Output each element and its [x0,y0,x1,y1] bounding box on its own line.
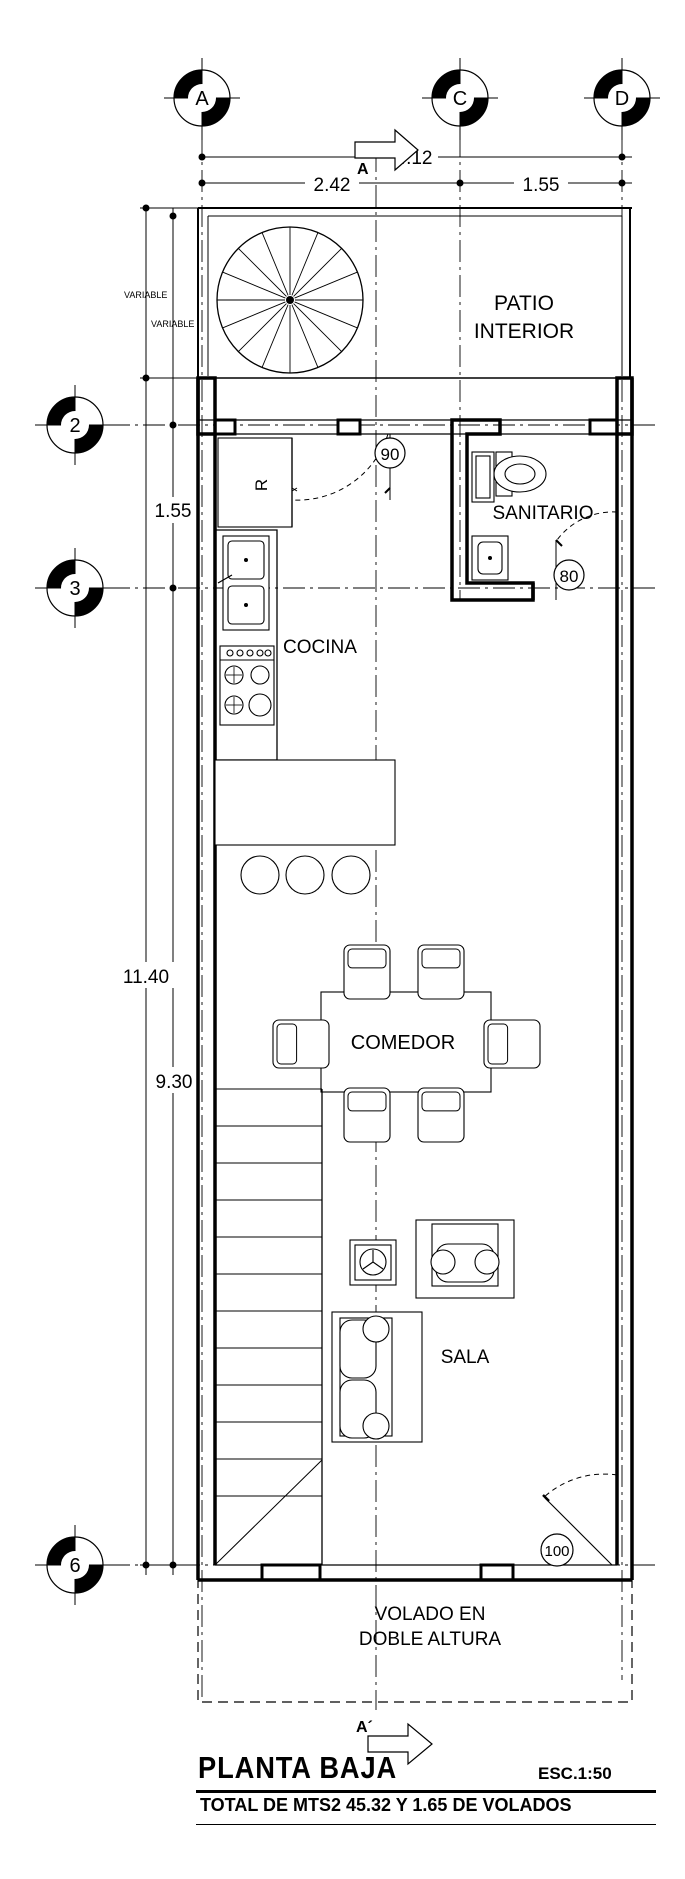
sofa-icon [331,1311,423,1443]
dim-label-span-2-3: 1.55 [155,501,192,522]
section-marker-top: A [354,128,419,178]
grid-bubble-6: 6 [35,1525,120,1605]
dimension-left: VARIABLE VARIABLE 1.55 11.40 9.30 [118,204,200,1575]
bar-stools [240,855,371,895]
dining-chair [417,944,465,1000]
staircase [214,1088,323,1566]
spiral-stair-treads [217,227,363,373]
door-label-90: 90 [381,445,400,464]
spiral-tread [291,304,319,368]
dining-chair [343,1087,391,1143]
patio-interior: PATIO INTERIOR [197,207,632,379]
sanitario-label: SANITARIO [493,503,594,524]
section-label-bottom: A´ [356,1719,373,1736]
grid-label-2: 2 [69,415,80,437]
shower-icon [471,451,495,503]
door-90: 90 [292,433,406,501]
door-100: 100 [540,1473,618,1567]
stove-icon [219,645,275,726]
dim-label-inner-length: 9.30 [156,1072,193,1093]
spiral-tread [222,301,286,329]
dining-chair [483,1019,541,1069]
bathroom-sink-icon [471,535,509,581]
spiral-tread [291,232,319,296]
spiral-tread [293,303,342,352]
grid-label-6: 6 [69,1555,80,1577]
grid-label-c: C [453,88,467,110]
title-underline-thick [196,1790,656,1793]
kitchen-sink-icon [217,535,270,631]
fridge-label: R [252,479,271,491]
section-marker-bottom: A´ [356,1719,433,1766]
door-label-100: 100 [544,1543,569,1560]
sala-label: SALA [441,1347,490,1368]
cocina-label: COCINA [283,637,357,658]
axis-lines [108,135,660,1710]
grid-bubble-3: 3 [35,548,120,628]
dim-label-variable-2: VARIABLE [151,319,194,329]
door-label-80: 80 [560,567,579,586]
fridge-icon: R [217,437,298,528]
patio-label-line1: PATIO [494,292,554,315]
armchair-icon [415,1219,515,1299]
dining-chairs [272,944,541,1143]
stair-treads [215,1125,322,1497]
spiral-tread [222,271,286,299]
grid-label-a: A [195,88,209,110]
dim-label-total-length: 11.40 [123,967,169,988]
sanitario-room: SANITARIO [450,418,594,602]
dim-label-variable-1: VARIABLE [124,290,167,300]
toilet-icon [493,451,547,497]
dining-chair [343,944,391,1000]
section-label-top: A [357,161,369,178]
volado-label-line1: VOLADO EN [375,1604,486,1625]
comedor-label: COMEDOR [351,1032,455,1054]
side-table-icon [349,1239,397,1286]
plan-title: PLANTA BAJA [198,1750,398,1785]
dining-chair [417,1087,465,1143]
patio-label-line2: INTERIOR [474,320,574,343]
dim-label-bay-left: 2.42 [314,175,351,196]
dim-label-bay-right: 1.55 [523,175,560,196]
plan-total-area: TOTAL DE MTS2 45.32 Y 1.65 DE VOLADOS [200,1795,572,1815]
plan-scale: ESC.1:50 [538,1764,612,1783]
kitchen-island [214,759,396,846]
grid-bubble-a: A [164,58,240,140]
spiral-tread [293,248,342,297]
grid-label-d: D [615,88,629,110]
grid-bubble-d: D [584,58,660,140]
volado-area: VOLADO EN DOBLE ALTURA [197,1579,633,1703]
dining-chair [272,1019,330,1069]
door-80: 80 [553,511,618,600]
title-underline-thin [196,1824,656,1825]
spiral-tread [261,232,289,296]
dimension-bays: 2.42 1.55 [198,174,632,196]
grid-bubble-c: C [422,58,498,140]
spiral-tread [238,303,287,352]
spiral-tread [238,248,287,297]
grid-bubble-2: 2 [35,385,120,465]
spiral-tread [294,271,358,299]
spiral-tread [294,301,358,329]
grid-label-3: 3 [69,578,80,600]
volado-label-line2: DOBLE ALTURA [359,1629,502,1650]
spiral-tread [261,304,289,368]
